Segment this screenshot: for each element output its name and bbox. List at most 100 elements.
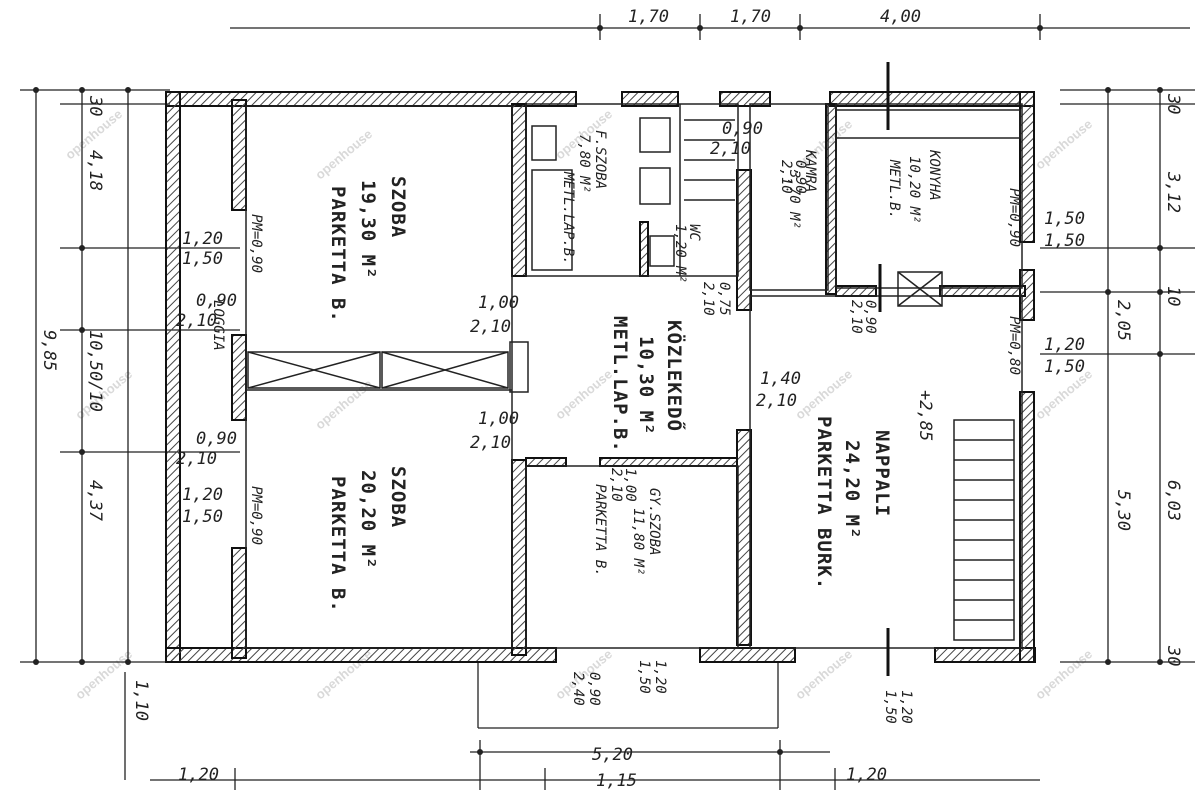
label: 1,50 [1044, 357, 1085, 377]
label: 1,20 [652, 660, 668, 694]
dim-bottom-115: 1,15 [596, 771, 637, 791]
label: 2,10 [700, 282, 716, 316]
label: 1,50 [182, 507, 223, 527]
dim-left-1050: 10,50/10 [85, 330, 105, 412]
room-name: KAMRA [802, 149, 818, 192]
room-area: 11,80 M² [630, 508, 646, 575]
dim-left-985: 9,85 [39, 330, 59, 371]
dim-bottom-120a: 1,20 [178, 765, 219, 785]
label: 1,20 [1044, 335, 1085, 355]
dim-left-30: 30 [85, 95, 105, 116]
window-marks [878, 62, 890, 676]
label: PM=0,90 [1006, 188, 1022, 247]
label: 1,00 [478, 409, 519, 429]
dim-left-110: 1,10 [131, 680, 151, 721]
watermark: openhouse [792, 366, 855, 422]
label: 2,10 [778, 160, 794, 194]
label: 2,40 [570, 672, 586, 706]
label: 2,10 [848, 300, 864, 334]
label: 2,10 [176, 311, 217, 331]
room-name: NAPPALI [871, 430, 893, 517]
label: 1,20 [898, 690, 914, 724]
opening-labels: 1,20 1,50 PM=0,90 0,90 2,10 0,90 2,10 1,… [176, 119, 1085, 724]
label: +2,85 [915, 390, 935, 441]
label: 0,90 [196, 291, 237, 311]
room-floor: METL.LAP.B. [560, 171, 576, 265]
label: 1,00 [622, 468, 638, 502]
room-name: KÖZLEKEDŐ [663, 320, 687, 432]
room-kamra: KAMRA 3,70 M² [786, 149, 818, 229]
watermark: openhouse [1032, 116, 1095, 172]
label: 0,90 [722, 119, 763, 139]
label: PM=0,90 [248, 486, 264, 545]
room-area: 10,20 M² [906, 156, 922, 223]
room-gyszoba: GY.SZOBA 11,80 M² PARKETTA B. [592, 484, 662, 577]
label: 1,20 [182, 485, 223, 505]
room-name: WC [686, 224, 702, 241]
label: 0,90 [792, 160, 808, 194]
dim-top-2: 1,70 [730, 7, 771, 27]
room-area: 1,20 M² [672, 224, 688, 283]
dim-bottom-120b: 1,20 [846, 765, 887, 785]
label: 2,10 [470, 433, 511, 453]
room-name: F.SZOBA [592, 130, 608, 189]
dim-right-30: 30 [1163, 93, 1183, 114]
label: 2,10 [710, 139, 751, 159]
label: 0,90 [862, 300, 878, 334]
label: 0,75 [716, 282, 732, 316]
dim-right-10: 10 [1163, 286, 1183, 306]
dim-left-418: 4,18 [85, 150, 105, 191]
interior-lines [245, 103, 1023, 649]
room-area: 10,30 M² [635, 336, 657, 436]
room-area: 3,70 M² [786, 169, 802, 229]
label: 1,20 [182, 229, 223, 249]
room-name: SZOBA [387, 466, 409, 528]
label: 0,90 [196, 429, 237, 449]
room-konyha: KONYHA 10,20 M² METL.B. [886, 149, 942, 223]
room-floor: PARKETTA B. [592, 484, 608, 577]
room-area: 24,20 M² [841, 440, 863, 540]
watermark: openhouse [552, 366, 615, 422]
room-name: KONYHA [926, 149, 942, 201]
watermark: openhouse [792, 646, 855, 702]
label: 1,50 [882, 690, 898, 724]
dim-bottom-520: 5,20 [592, 745, 633, 765]
label: 1,40 [760, 369, 801, 389]
dim-top-3: 4,00 [880, 7, 921, 27]
room-name: GY.SZOBA [646, 488, 662, 555]
label: 2,10 [176, 449, 217, 469]
watermark: openhouse [312, 126, 375, 182]
room-floor: PARKETTA B. [327, 476, 349, 613]
room-kozlekedo: KÖZLEKEDŐ 10,30 M² METL.LAP.B. [609, 316, 687, 453]
label: 1,50 [1044, 231, 1085, 251]
room-area: 19,30 M² [357, 180, 379, 280]
room-floor: METL.LAP.B. [609, 316, 631, 453]
dim-right-603: 6,03 [1163, 480, 1183, 521]
dim-top-1: 1,70 [628, 7, 669, 27]
room-wc: WC 1,20 M² [672, 224, 702, 283]
dim-right-530: 5,30 [1113, 490, 1133, 531]
dimension-lines [20, 14, 1195, 790]
label: 0,90 [586, 672, 602, 706]
room-floor: PARKETTA B. [327, 186, 349, 323]
dimension-dots [33, 25, 1163, 755]
watermark: openhouse [1032, 646, 1095, 702]
room-szoba-1: SZOBA 19,30 M² PARKETTA B. [327, 176, 409, 323]
wardrobe [247, 351, 509, 389]
label: PM=0,90 [248, 214, 264, 273]
label: 1,50 [1044, 209, 1085, 229]
label: PM=0,80 [1006, 316, 1022, 375]
label: 1,50 [182, 249, 223, 269]
room-name: SZOBA [387, 176, 409, 238]
room-szoba-2: SZOBA 20,20 M² PARKETTA B. [327, 466, 409, 613]
label: 2,10 [756, 391, 797, 411]
room-nappali: NAPPALI 24,20 M² PARKETTA BURK. [813, 416, 893, 590]
room-area: 7,80 M² [576, 134, 592, 193]
label: 1,00 [478, 293, 519, 313]
room-floor: METL.B. [886, 159, 902, 219]
dim-right-205: 2,05 [1113, 300, 1133, 341]
room-name: LOGGIA [210, 300, 226, 351]
label: 1,50 [636, 660, 652, 694]
